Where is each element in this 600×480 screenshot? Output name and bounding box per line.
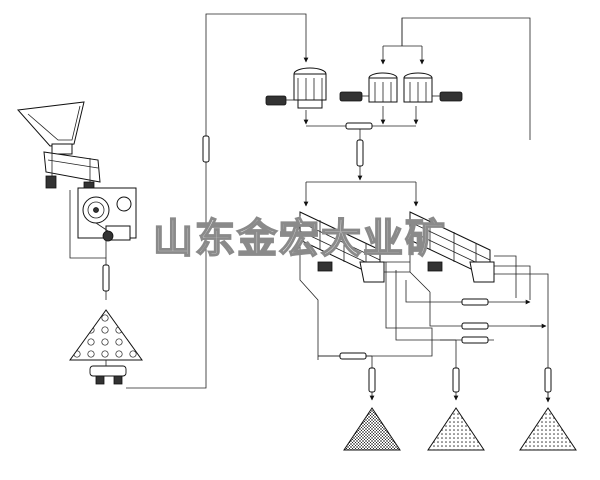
- belt-feeder-under-pile: [89, 360, 127, 385]
- screen-output-lines: [299, 240, 552, 403]
- vibrating-screen-1: [299, 211, 385, 283]
- main-conveyor-line: [126, 13, 309, 389]
- jaw-crusher: [77, 187, 137, 242]
- feed-hopper: [16, 101, 85, 155]
- vibrating-feeder: [43, 150, 101, 195]
- product-pile-coarse: [519, 407, 577, 451]
- cone-crusher-2: [339, 72, 398, 103]
- cone-crusher-1: [265, 67, 327, 109]
- product-pile-medium: [427, 407, 485, 451]
- screen-feed-split: [303, 181, 419, 207]
- product-pile-fine: [343, 407, 401, 451]
- cone-feed-lines: [380, 17, 531, 140]
- stockpile-coarse: [69, 309, 143, 361]
- primary-output-lines: [69, 190, 110, 300]
- cone-crusher-3: [403, 72, 463, 103]
- vibrating-screen-2: [409, 211, 495, 283]
- cone-discharge-lines: [303, 106, 419, 181]
